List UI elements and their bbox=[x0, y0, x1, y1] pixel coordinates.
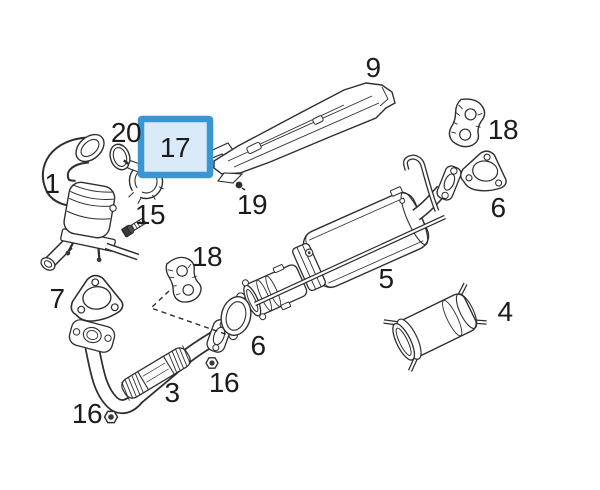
part-20-seal-ring bbox=[109, 143, 131, 171]
part-label-16-nut-front[interactable]: 16 bbox=[72, 398, 103, 429]
part-9-heat-shield bbox=[202, 82, 396, 184]
part-label-15-bolt-front[interactable]: 15 bbox=[135, 199, 166, 230]
part-label-17-highlighted[interactable]: 17 bbox=[160, 132, 191, 163]
tailpipe bbox=[412, 165, 462, 221]
part-label-6-gasket-center[interactable]: 6 bbox=[250, 330, 266, 361]
part-label-1-catalytic-converter-downpipe[interactable]: 1 bbox=[44, 168, 60, 199]
part-15-bolt bbox=[121, 217, 147, 238]
part-label-6-gasket-rear[interactable]: 6 bbox=[490, 192, 506, 223]
part-16-nut-front bbox=[103, 410, 119, 424]
part-label-16-nut-center[interactable]: 16 bbox=[209, 367, 240, 398]
part-5-muffler-assembly bbox=[241, 154, 462, 321]
support-rod bbox=[254, 214, 446, 307]
flex-coupling bbox=[121, 345, 191, 401]
part-6-gasket-center bbox=[220, 292, 252, 341]
part-label-4-rear-catalytic-converter[interactable]: 4 bbox=[497, 296, 513, 327]
part-label-19-bolt-rear[interactable]: 19 bbox=[237, 189, 268, 220]
part-1-catalytic-converter bbox=[40, 133, 140, 271]
part-label-20-seal-ring[interactable]: 20 bbox=[111, 117, 142, 148]
part-19-bolt bbox=[235, 181, 246, 191]
part-6-gasket-rear bbox=[458, 147, 511, 195]
part-label-7-gasket-front[interactable]: 7 bbox=[49, 283, 65, 314]
part-18-hanger-rear bbox=[446, 95, 489, 151]
highlight-box[interactable] bbox=[137, 115, 214, 179]
part-label-5-muffler-assembly[interactable]: 5 bbox=[378, 263, 394, 294]
labels-layer: 1 20 9 18 19 6 15 18 5 7 6 3 4 16 16 17 bbox=[44, 52, 518, 429]
part-label-18-hanger-center[interactable]: 18 bbox=[192, 241, 223, 272]
hanger-hook-rod bbox=[402, 154, 440, 212]
part-label-9-heat-shield[interactable]: 9 bbox=[365, 52, 381, 83]
part-label-18-hanger-rear[interactable]: 18 bbox=[488, 114, 519, 145]
part-4-rear-catalytic-converter bbox=[383, 282, 487, 372]
part-3-front-pipe bbox=[68, 319, 232, 415]
front-pipe-flange bbox=[68, 319, 116, 353]
part-7-gasket-front bbox=[67, 272, 125, 324]
part-label-3-front-pipe[interactable]: 3 bbox=[164, 377, 180, 408]
